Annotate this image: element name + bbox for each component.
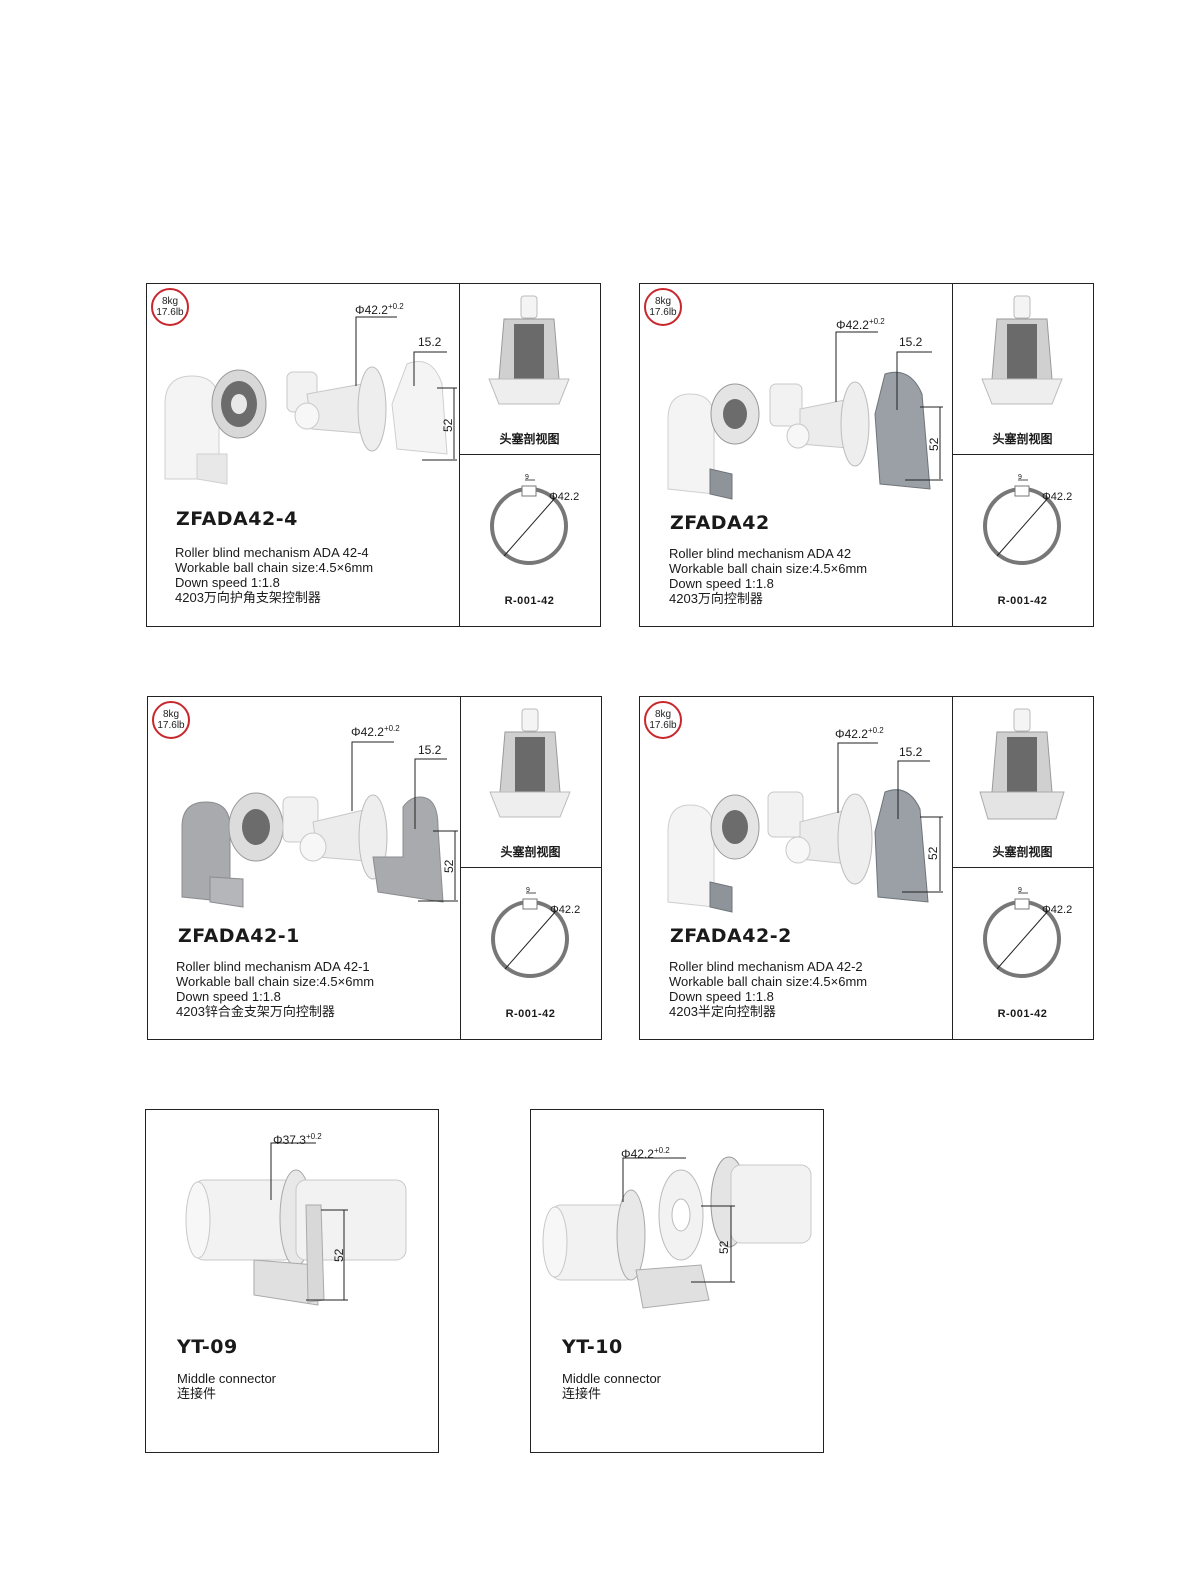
part-code: R-001-42	[505, 1008, 556, 1020]
model-name: ZFADA42-4	[176, 508, 298, 530]
phi-dimension-label: Φ37.3+0.2	[273, 1132, 322, 1147]
end-plug-section-icon	[489, 708, 571, 818]
product-description: Roller blind mechanism ADA 42-1 Workable…	[176, 959, 375, 1019]
slot-dimension-label: 9	[526, 887, 530, 894]
product-description: Roller blind mechanism ADA 42 Workable b…	[669, 546, 868, 606]
width-dimension-label: 15.2	[899, 745, 923, 759]
product-card-zfada42-2: 8kg 17.6lb Φ42.2+0.2 15.2 52 ZFADA42-2 R…	[639, 696, 1094, 1040]
end-plug-section-icon	[981, 295, 1063, 405]
load-badge: 8kg 17.6lb	[152, 701, 190, 739]
product-main-panel: 8kg 17.6lb Φ42.2+0.2 15.2 52 ZFADA42-1 R…	[148, 697, 461, 1039]
section-view-panel: 头塞剖视图	[952, 697, 1093, 868]
width-dimension-label: 15.2	[418, 743, 442, 757]
product-card-zfada42-1: 8kg 17.6lb Φ42.2+0.2 15.2 52 ZFADA42-1 R…	[147, 696, 602, 1040]
phi-dimension-label: Φ42.2+0.2	[351, 724, 400, 739]
section-view-caption: 头塞剖视图	[992, 845, 1053, 859]
product-card-zfada42-4: 8kg 17.6lb Φ42.2+0.2 15.2 52 ZFADA42-4 R…	[146, 283, 601, 627]
product-card-yt-10: Φ42.2+0.2 52 YT-10 Middle connector 连接件	[530, 1109, 824, 1453]
product-description: Middle connector 连接件	[562, 1371, 661, 1401]
tube-profile-panel: 9 Φ42.2 R-001-42	[952, 869, 1093, 1039]
product-description: Roller blind mechanism ADA 42-4 Workable…	[175, 545, 374, 605]
tube-profile-icon	[983, 892, 1061, 978]
tube-dimension-label: Φ42.2	[549, 491, 580, 503]
tube-dimension-label: Φ42.2	[1042, 904, 1073, 916]
product-main-panel: 8kg 17.6lb Φ42.2+0.2 15.2 52 ZFADA42-4 R…	[147, 284, 460, 626]
product-card-yt-09: Φ37.3+0.2 52 YT-09 Middle connector 连接件	[145, 1109, 439, 1453]
height-dimension-label: 52	[926, 846, 940, 860]
part-code: R-001-42	[504, 595, 555, 607]
tube-profile-icon	[491, 892, 569, 978]
tube-profile-panel: 9 Φ42.2 R-001-42	[460, 869, 601, 1039]
load-badge: 8kg 17.6lb	[644, 288, 682, 326]
slot-dimension-label: 9	[525, 474, 529, 481]
mechanism-illustration	[181, 741, 458, 908]
tube-dimension-label: Φ42.2	[550, 904, 581, 916]
product-description: Middle connector 连接件	[177, 1371, 276, 1401]
section-view-panel: 头塞剖视图	[459, 284, 600, 455]
end-plug-section-icon	[488, 295, 570, 405]
section-view-panel: 头塞剖视图	[952, 284, 1093, 455]
model-name: ZFADA42-2	[670, 925, 792, 947]
slot-dimension-label: 9	[1018, 887, 1022, 894]
height-dimension-label: 52	[442, 859, 456, 873]
end-plug-section-icon	[979, 708, 1065, 820]
slot-dimension-label: 9	[1018, 474, 1022, 481]
width-dimension-label: 15.2	[899, 335, 923, 349]
phi-dimension-label: Φ42.2+0.2	[621, 1146, 670, 1161]
section-view-caption: 头塞剖视图	[992, 432, 1053, 446]
tube-profile-panel: 9 Φ42.2 R-001-42	[952, 456, 1093, 626]
model-name: YT-09	[177, 1336, 238, 1358]
connector-illustration	[542, 1156, 812, 1309]
model-name: ZFADA42-1	[178, 925, 300, 947]
part-code: R-001-42	[997, 1008, 1048, 1020]
load-badge: 8kg 17.6lb	[644, 701, 682, 739]
mechanism-illustration	[667, 742, 943, 913]
model-name: YT-10	[562, 1336, 623, 1358]
height-dimension-label: 52	[717, 1240, 731, 1254]
height-dimension-label: 52	[441, 418, 455, 432]
part-code: R-001-42	[997, 595, 1048, 607]
phi-dimension-label: Φ42.2+0.2	[835, 726, 884, 741]
product-main-panel: 8kg 17.6lb Φ42.2+0.2 15.2 52 ZFADA42 Rol…	[640, 284, 953, 626]
mechanism-illustration	[667, 331, 943, 500]
tube-profile-icon	[490, 479, 568, 565]
phi-dimension-label: Φ42.2+0.2	[355, 302, 404, 317]
tube-dimension-label: Φ42.2	[1042, 491, 1073, 503]
height-dimension-label: 52	[927, 437, 941, 451]
section-view-panel: 头塞剖视图	[460, 697, 601, 868]
section-view-caption: 头塞剖视图	[499, 432, 560, 446]
product-description: Roller blind mechanism ADA 42-2 Workable…	[669, 959, 868, 1019]
tube-profile-icon	[983, 479, 1061, 565]
connector-illustration	[185, 1142, 407, 1306]
product-card-zfada42: 8kg 17.6lb Φ42.2+0.2 15.2 52 ZFADA42 Rol…	[639, 283, 1094, 627]
phi-dimension-label: Φ42.2+0.2	[836, 317, 885, 332]
tube-profile-panel: 9 Φ42.2 R-001-42	[459, 456, 600, 626]
product-main-panel: 8kg 17.6lb Φ42.2+0.2 15.2 52 ZFADA42-2 R…	[640, 697, 953, 1039]
model-name: ZFADA42	[670, 512, 770, 534]
width-dimension-label: 15.2	[418, 335, 442, 349]
section-view-caption: 头塞剖视图	[500, 845, 561, 859]
mechanism-illustration	[164, 316, 457, 485]
height-dimension-label: 52	[332, 1248, 346, 1262]
load-badge: 8kg 17.6lb	[151, 288, 189, 326]
